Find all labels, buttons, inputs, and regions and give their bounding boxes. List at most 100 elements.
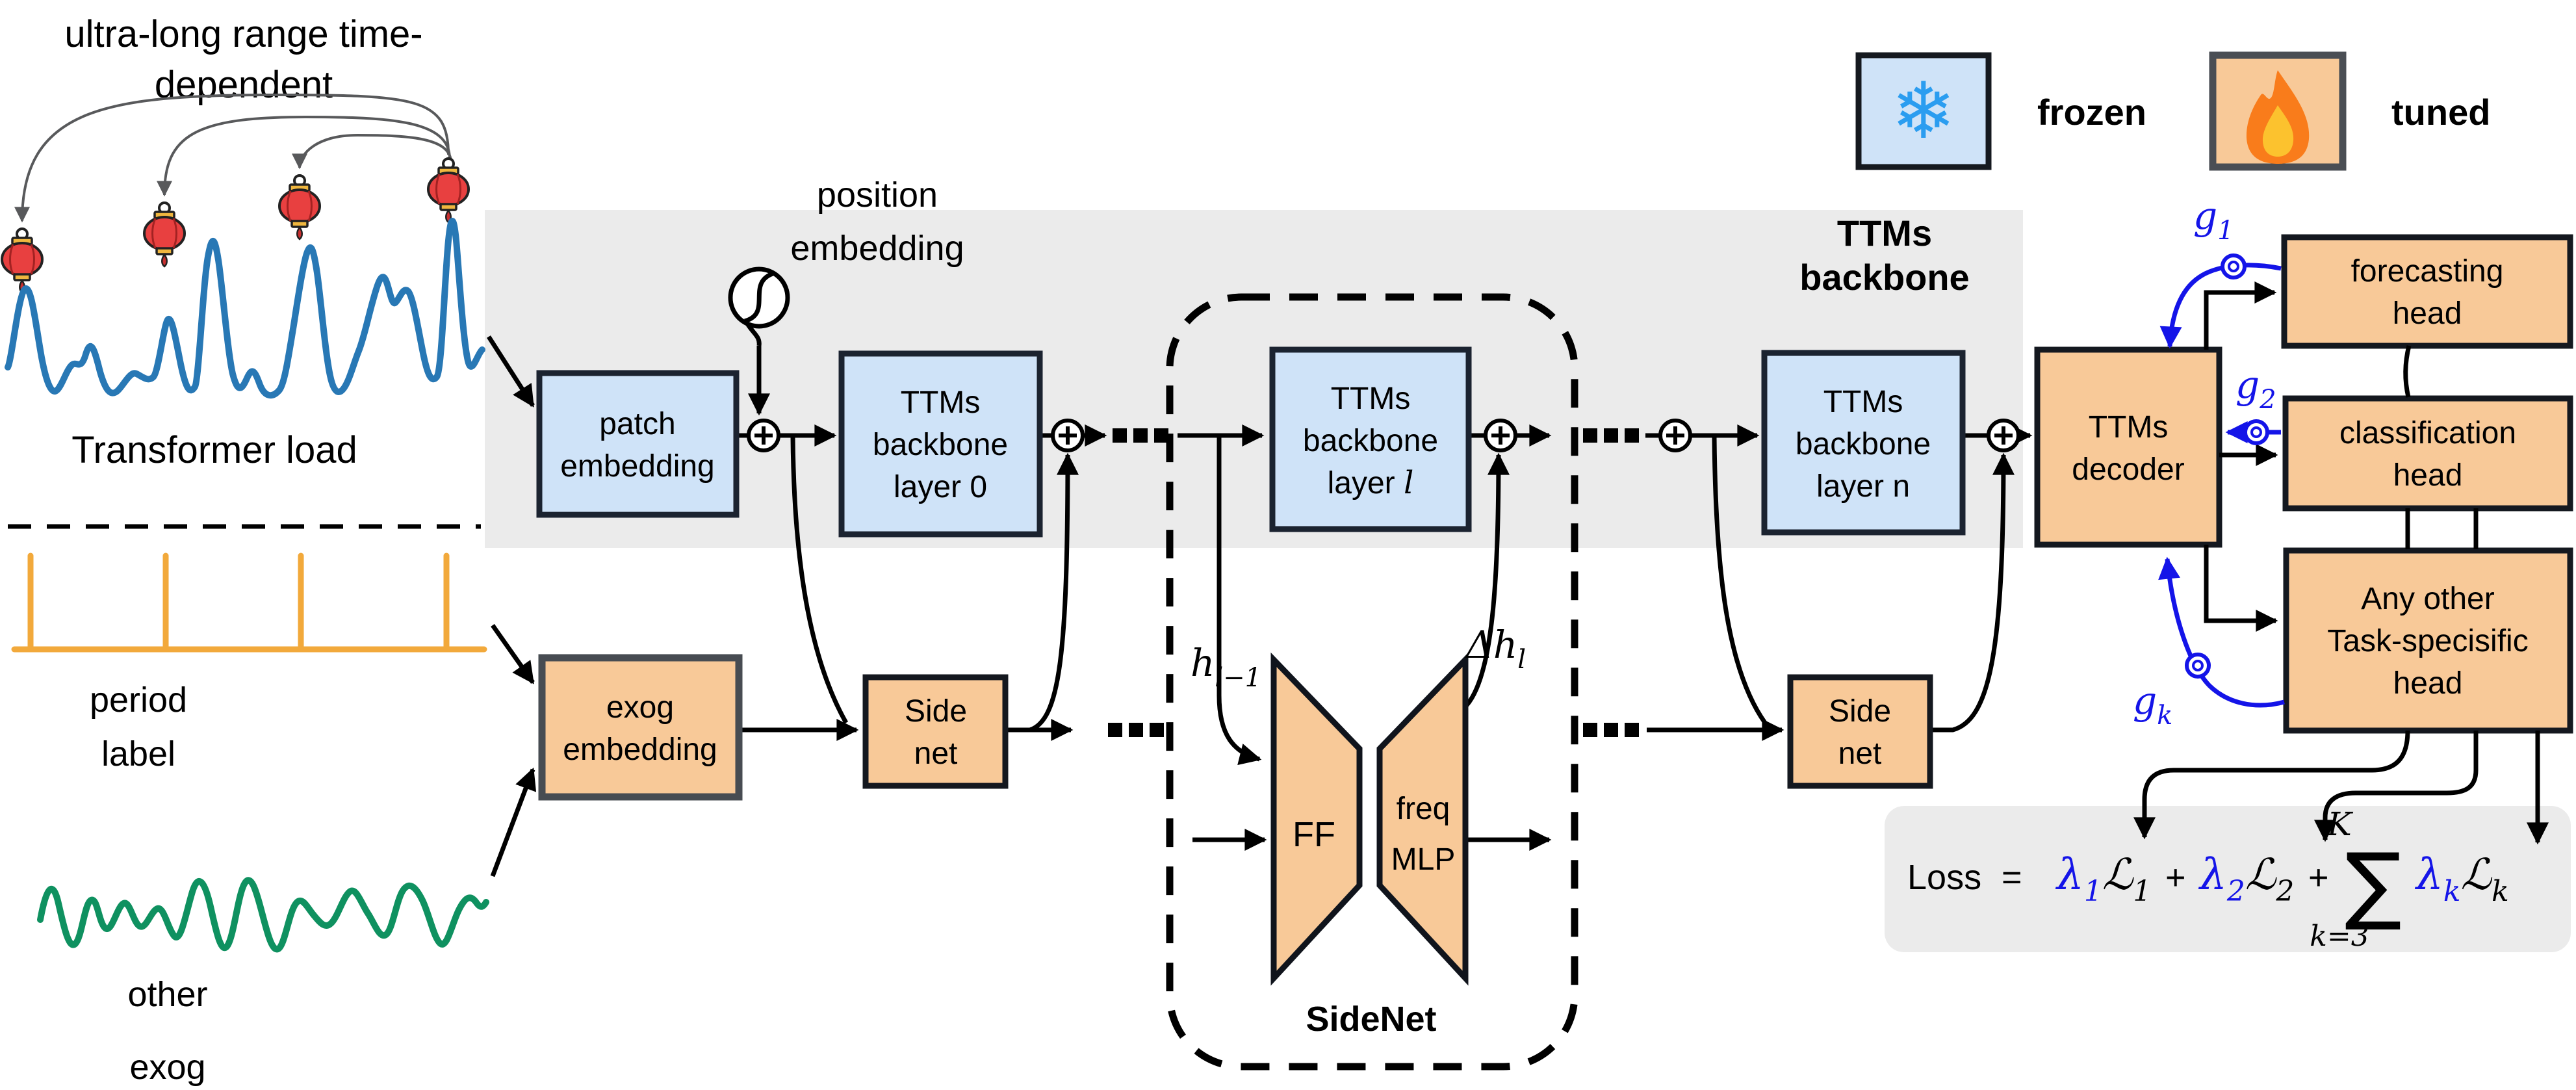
- loss-termk: λkℒk: [2414, 850, 2509, 908]
- gate-curve-g1: [2159, 263, 2282, 349]
- gate-icon-g2: [2245, 421, 2267, 443]
- loss-formula: Loss = λ1ℒ1 + λ2ℒ2 + K ∑ k=3 λkℒk: [1907, 805, 2509, 953]
- freq-mlp-funnel: [1376, 652, 1469, 986]
- exog-embedding-label2: embedding: [563, 733, 717, 767]
- gate-label-g1: g1: [2193, 194, 2234, 246]
- arrow-period-to-exog: [491, 623, 535, 684]
- load-series-label: Transformer load: [71, 429, 357, 471]
- arrow-decoder-to-other: [2204, 545, 2278, 632]
- classification-head-label2: head: [2393, 458, 2463, 493]
- layerl-box: [1269, 346, 1472, 532]
- plus5-node: [1989, 421, 2018, 450]
- layern-label3: layer n: [1816, 469, 1910, 504]
- layer0-box: [838, 350, 1043, 538]
- period-label-line1: period: [90, 681, 187, 720]
- layerl-label1: TTMs: [1331, 382, 1411, 416]
- arrow-sidenet2-to-plus5: [1930, 452, 2015, 733]
- lantern-icon-1: [1, 227, 44, 294]
- layer0-label3: layer 0: [894, 470, 987, 504]
- gate-icon-g1: [2222, 255, 2245, 278]
- lantern-icon-3: [278, 174, 321, 240]
- decoder-box: [2034, 346, 2222, 548]
- loss-term1: λ1ℒ1: [2055, 850, 2151, 908]
- forecasting-head-box: [2281, 234, 2573, 349]
- loss-sum-lower: k=3: [2310, 920, 2369, 953]
- loss-plus1: +: [2165, 858, 2186, 897]
- layern-box: [1761, 350, 1966, 536]
- sidenet-dashed-container: [1166, 293, 1578, 1071]
- ellipsis-top-right: [1583, 428, 1639, 443]
- branch-h-to-ff: [1217, 435, 1262, 766]
- plus2-node: [1053, 421, 1083, 450]
- classification-head-label1: classification: [2339, 416, 2516, 450]
- freq-mlp-label2: MLP: [1391, 842, 1456, 877]
- decoder-label2: decoder: [2072, 452, 2184, 487]
- arrow-head-out-2: [2314, 731, 2479, 842]
- backbone-title-line2: backbone: [1799, 257, 1969, 298]
- lantern-icon-4: [427, 157, 470, 224]
- annotation-line1: ultra-long range time-: [64, 13, 422, 55]
- arc-to-lantern-3: [292, 133, 452, 170]
- other-head-label1: Any other: [2361, 582, 2494, 616]
- lantern-arcs: [14, 93, 452, 223]
- position-embedding-label1: position: [817, 175, 938, 214]
- arrow-load-to-patch: [487, 335, 535, 408]
- other-head-label3: head: [2393, 666, 2463, 701]
- ff-label: FF: [1293, 815, 1335, 854]
- layerl-label3: layer l: [1328, 465, 1414, 501]
- patch-embedding-box: [536, 370, 740, 518]
- patch-embedding-label1: patch: [599, 407, 675, 441]
- h-in-label: hl−1: [1191, 641, 1261, 693]
- arrow-sidenet1-to-plus2: [1029, 452, 1079, 733]
- sidenet2-label2: net: [1838, 736, 1882, 771]
- load-series: [5, 218, 485, 399]
- plus3-node: [1486, 421, 1515, 450]
- loss-plus2: +: [2308, 858, 2329, 897]
- loss-panel: [1885, 806, 2571, 952]
- loss-word: Loss: [1907, 858, 1981, 897]
- period-series: [11, 552, 487, 653]
- arc-to-lantern-2: [157, 115, 451, 197]
- loss-sum-upper: K: [2326, 805, 2353, 843]
- sidenet1-box: [862, 674, 1009, 789]
- layer0-label2: backbone: [873, 428, 1008, 462]
- legend-frozen-label: frozen: [2037, 92, 2146, 133]
- legend-tuned-label: tuned: [2391, 92, 2490, 133]
- branch-plus1-to-sidenet1: [790, 436, 849, 724]
- h-out-label: Δhl: [1465, 623, 1526, 675]
- forecasting-head-label1: forecasting: [2351, 254, 2504, 289]
- ellipsis-top-left: [1113, 428, 1168, 443]
- classification-head-box: [2282, 395, 2573, 512]
- arrow-decoder-to-forecasting: [2204, 281, 2277, 350]
- position-embedding-label2: embedding: [790, 229, 964, 268]
- branch-plus4-to-sidenet2: [1712, 436, 1767, 725]
- exog-label-line1: other: [127, 975, 207, 1014]
- other-head-box: [2283, 547, 2573, 734]
- decoder-label1: TTMs: [2089, 410, 2169, 445]
- plus1-node: [749, 421, 779, 450]
- other-head-label2: Task-specisific: [2327, 624, 2528, 658]
- layer0-label1: TTMs: [901, 385, 981, 420]
- exog-embedding-box: [538, 654, 743, 801]
- plus4-node: [1660, 421, 1690, 450]
- arrow-deltah-to-plus3: [1465, 452, 1510, 707]
- gate-label-g2: g2: [2235, 363, 2276, 415]
- patch-embedding-label2: embedding: [560, 449, 715, 484]
- sidenet2-box: [1787, 674, 1933, 789]
- flame-icon: [2246, 70, 2310, 164]
- sidenet-title: SideNet: [1306, 1000, 1436, 1039]
- loss-eq: =: [2002, 858, 2022, 897]
- gate-icon-gk: [2187, 655, 2209, 677]
- arrow-wave-to-exog: [490, 767, 537, 877]
- annotation-line2: dependent: [155, 64, 333, 106]
- ff-funnel: [1270, 652, 1363, 986]
- position-embedding-icon: [728, 266, 790, 346]
- lantern-icon-2: [143, 201, 186, 268]
- exog-series: [37, 877, 489, 953]
- gate-label-gk: gk: [2133, 679, 2172, 731]
- gate-curve-gk: [2158, 556, 2285, 708]
- ellipsis-bottom-left: [1108, 723, 1164, 737]
- exog-label-line2: exog: [129, 1048, 205, 1087]
